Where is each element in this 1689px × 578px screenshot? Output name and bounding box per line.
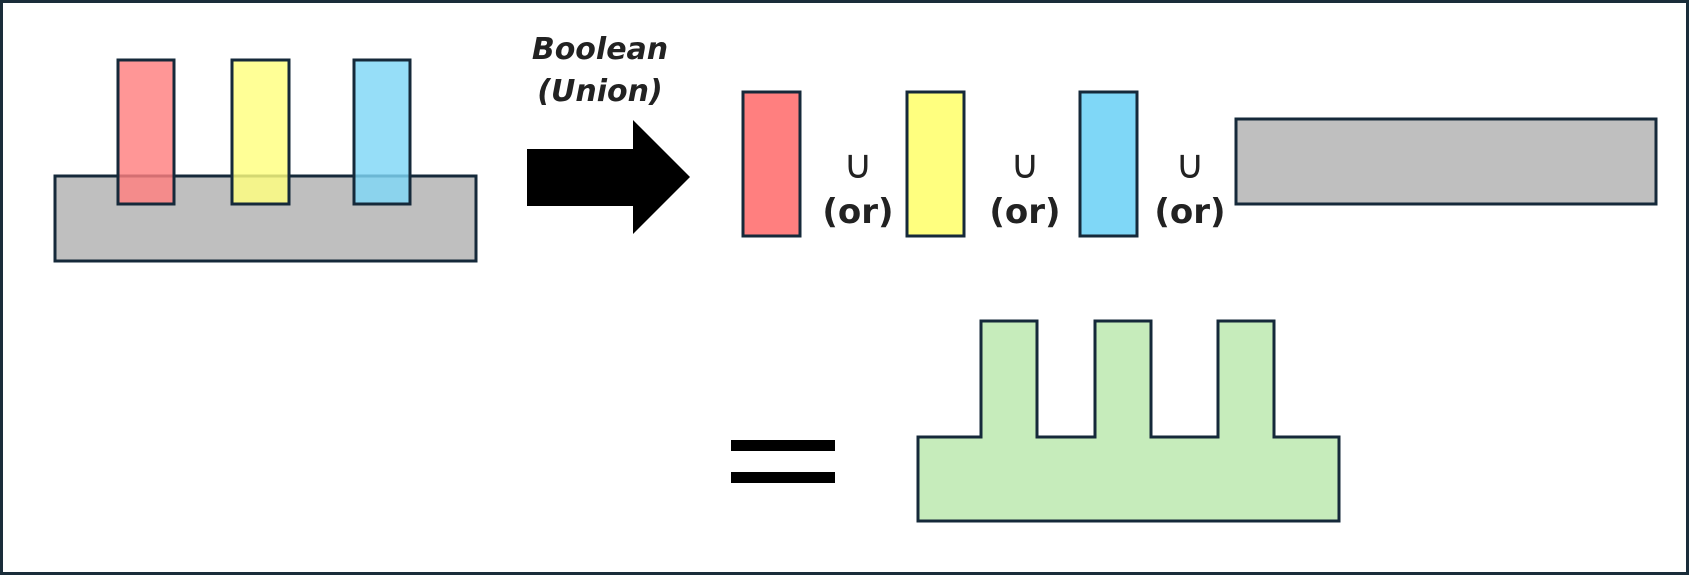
operation-title-line2: (Union) xyxy=(537,74,662,109)
equals-bar-bottom xyxy=(731,472,835,483)
yellow-tooth-rect xyxy=(230,58,291,206)
red-rect xyxy=(741,90,802,238)
operation-title-line1: Boolean xyxy=(532,32,668,67)
right-arrow-icon xyxy=(527,120,690,234)
union-arrow-group: Boolean (Union) xyxy=(527,32,690,234)
yellow-rect xyxy=(905,90,966,238)
input-shapes-group xyxy=(53,58,478,263)
union-symbol-1: ∪ xyxy=(843,142,872,188)
union-symbol-3: ∪ xyxy=(1175,142,1204,188)
equals-sign xyxy=(731,440,835,483)
blue-rect xyxy=(1078,90,1139,238)
or-label-3: (or) xyxy=(1154,192,1225,232)
union-result-shape xyxy=(916,319,1341,523)
union-symbol-2: ∪ xyxy=(1010,142,1039,188)
diagram-canvas: Boolean (Union) ∪ (or) ∪ (or) ∪ (or) xyxy=(53,32,1658,523)
decomposed-shapes-group: ∪ (or) ∪ (or) ∪ (or) xyxy=(741,90,1658,238)
gray-rect xyxy=(1234,117,1658,206)
red-tooth-rect xyxy=(116,58,176,206)
equals-bar-top xyxy=(731,440,835,451)
blue-tooth-rect xyxy=(352,58,412,206)
or-label-2: (or) xyxy=(989,192,1060,232)
or-label-1: (or) xyxy=(822,192,893,232)
